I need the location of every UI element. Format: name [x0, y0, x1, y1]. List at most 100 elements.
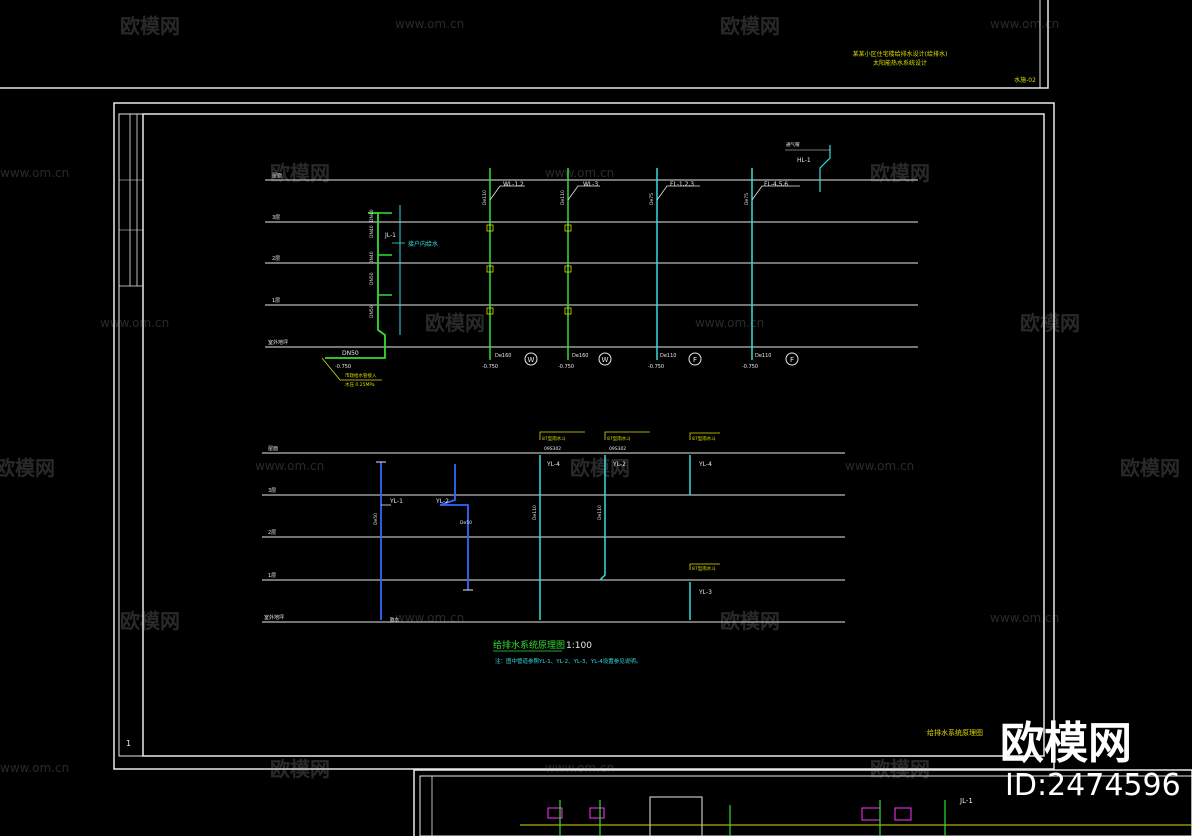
wm-10: 欧模网	[425, 311, 485, 335]
supply-riser-jl1: JL-1 接户内给水 DN50 -0.750 市政给水管接入 水压 0.25MP…	[321, 205, 438, 388]
wm-7: www.om.cn	[545, 166, 614, 180]
rain-floor-1: 1层	[268, 573, 276, 579]
drain-riser-2: WL-3 De110 De160 -0.750 W	[558, 168, 612, 370]
supply-pipe-label-5: DN50	[369, 305, 375, 318]
rain-riser-6-name: YL-3	[698, 589, 712, 596]
rain-riser-3-top-note: 87型雨水斗	[542, 435, 566, 442]
wm-16: www.om.cn	[845, 459, 914, 473]
rain-riser-3-name: YL-4	[546, 461, 560, 468]
wm-15: 欧模网	[570, 456, 630, 480]
rain-floor-2: 2层	[268, 530, 276, 536]
floor-label-roof: 屋面	[272, 173, 282, 179]
diagram-caption: 给排水系统原理图 1:100 注：图中管道参照YL-1、YL-2、YL-3、YL…	[493, 639, 641, 665]
drain-riser-4-mark: F	[790, 356, 794, 364]
brand-id-text: ID:2474596	[1005, 768, 1181, 803]
drain-riser-3: FL-1,2,3 De75 De110 -0.750 F	[648, 168, 702, 370]
rain-riser-2: YL-2 De50	[435, 464, 473, 591]
top-title-line1: 某某小区住宅楼给排水设计(给排水)	[853, 50, 948, 58]
drain-riser-4: FL-4,5,6 De75 De110 -0.750 F	[742, 168, 800, 370]
rain-riser-5-name: YL-4	[698, 461, 712, 468]
wm-6: 欧模网	[270, 161, 330, 185]
wm-19: www.om.cn	[395, 611, 464, 625]
brand-logo: 欧模网 ID:2474596	[1000, 718, 1181, 803]
top-sheet-frame: 某某小区住宅楼给排水设计(给排水) 太阳能热水系统设计 水施-02	[0, 0, 1049, 89]
rain-riser-1-size: De50	[373, 513, 379, 525]
wm-18: 欧模网	[120, 609, 180, 633]
supply-pipe-label-4: DN50	[369, 272, 375, 285]
rain-floor-ground: 室外地坪	[264, 614, 284, 621]
supply-inlet-note: 市政给水管接入	[345, 372, 377, 379]
drain-riser-2-elev: -0.750	[558, 364, 574, 370]
drain-riser-2-name: WL-3	[583, 181, 598, 188]
bottom-sheet-frame: JL-1	[413, 769, 1192, 836]
drain-riser-2-out: De160	[572, 353, 588, 359]
supply-inlet-elev: -0.750	[335, 364, 351, 370]
drain-riser-3-mark: F	[693, 356, 697, 364]
rain-riser-2-size: De50	[460, 520, 472, 526]
rain-riser-1-name: YL-1	[389, 498, 403, 505]
main-sheet-frame: 1 给排水系统原理图	[113, 102, 1055, 770]
rain-riser-1-outlet: 散水	[390, 616, 399, 623]
drain-riser-1-name: WL-1,2	[503, 181, 524, 188]
wm-13: 欧模网	[0, 456, 55, 480]
wm-25: 欧模网	[870, 757, 930, 781]
wm-21: www.om.cn	[990, 611, 1059, 625]
brand-logo-text: 欧模网	[1000, 718, 1132, 769]
drain-riser-4-out: De110	[755, 353, 771, 359]
drain-riser-1-elev: -0.750	[482, 364, 498, 370]
vent-riser-label: HL-1	[797, 157, 811, 164]
drain-riser-3-size: De75	[649, 193, 655, 205]
rain-riser-2-name: YL-2	[435, 498, 449, 505]
drain-riser-1-out: De160	[495, 353, 511, 359]
rain-floor-roof: 屋面	[268, 446, 278, 452]
drain-riser-4-name: FL-4,5,6	[764, 181, 788, 188]
caption-scale: 1:100	[566, 641, 592, 651]
drain-riser-1-mark: W	[528, 356, 535, 364]
drain-riser-4-size: De75	[744, 193, 750, 205]
rain-riser-3-top-sub: 09S302	[544, 446, 561, 452]
supply-pipe-label-3: DN40	[369, 251, 375, 264]
supply-inlet-dn: DN50	[342, 350, 359, 357]
vent-riser: 通气帽 HL-1	[785, 141, 831, 192]
wm-8: 欧模网	[870, 161, 930, 185]
drain-riser-3-elev: -0.750	[648, 364, 664, 370]
wm-20: 欧模网	[720, 609, 780, 633]
top-sheet-code: 水施-02	[1014, 76, 1036, 84]
wm-5: www.om.cn	[0, 166, 69, 180]
wm-17: 欧模网	[1120, 456, 1180, 480]
rain-riser-5-top-note: 87型雨水斗	[692, 435, 716, 442]
supply-riser-note: 接户内给水	[408, 240, 438, 248]
drain-riser-3-out: De110	[660, 353, 676, 359]
sheet-number: 1	[126, 739, 131, 748]
wm-2: www.om.cn	[395, 17, 464, 31]
rain-riser-5: 87型雨水斗 YL-4	[689, 432, 720, 495]
rain-diagram-floor-lines: 屋面 3层 2层 1层 室外地坪	[262, 446, 845, 623]
floor-label-3: 3层	[272, 215, 280, 221]
caption-note: 注：图中管道参照YL-1、YL-2、YL-3、YL-4设置参见说明。	[495, 657, 641, 665]
rain-riser-3: 87型雨水斗 09S302 YL-4 De110	[532, 431, 585, 620]
supply-inlet-pressure: 水压 0.25MPa	[345, 381, 375, 388]
drain-riser-3-name: FL-1,2,3	[670, 181, 694, 188]
wm-12: 欧模网	[1020, 311, 1080, 335]
wm-11: www.om.cn	[695, 316, 764, 330]
bottom-riser-label: JL-1	[959, 797, 973, 805]
rain-riser-6-low-note: 87型雨水斗	[692, 565, 716, 572]
rain-riser-4: 87型雨水斗 09S302 YL-2 De110	[597, 431, 650, 581]
rain-riser-1: YL-1 De50 散水	[373, 461, 403, 623]
drain-riser-2-size: De110	[560, 190, 566, 205]
rain-riser-6: 87型雨水斗 YL-3	[689, 563, 720, 620]
supply-pipe-label-1: DN40	[369, 209, 375, 222]
floor-label-1: 1层	[272, 298, 280, 304]
wm-24: www.om.cn	[545, 761, 614, 775]
watermarks: 欧模网 www.om.cn 欧模网 www.om.cn www.om.cn 欧模…	[0, 14, 1180, 781]
drain-riser-1-size: De110	[482, 190, 488, 205]
supply-riser-label: JL-1	[384, 232, 396, 239]
drain-riser-1: WL-1,2 De110 De160 -0.750 W	[482, 168, 538, 370]
wm-9: www.om.cn	[100, 316, 169, 330]
drain-riser-4-elev: -0.750	[742, 364, 758, 370]
rain-riser-3-size: De110	[532, 505, 538, 520]
rain-riser-4-name: YL-2	[612, 461, 626, 468]
rain-riser-4-top-sub: 09S302	[609, 446, 626, 452]
floor-label-ground: 室外地坪	[268, 339, 288, 346]
